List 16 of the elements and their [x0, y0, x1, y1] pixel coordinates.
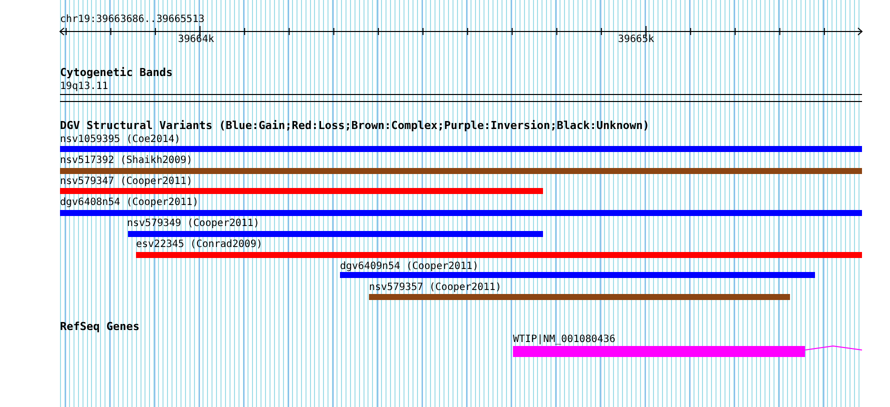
variant-label: nsv517392 (Shaikh2009) [60, 155, 192, 167]
gene-label: WTIP|NM_001080436 [513, 334, 616, 346]
variant-label: nsv1059395 (Coe2014) [60, 134, 180, 146]
variant-label: dgv6408n54 (Cooper2011) [60, 197, 198, 209]
variant-label: nsv579347 (Cooper2011) [60, 176, 192, 188]
variant-label: nsv579349 (Cooper2011) [127, 218, 260, 230]
band-label: 19q13.11 [60, 81, 108, 93]
variant-label: dgv6409n54 (Cooper2011) [340, 261, 478, 273]
track-title: DGV Structural Variants (Blue:Gain;Red:Loss;Brown:Complex;Purple:Inversion;Black:Unknown) [60, 120, 650, 132]
track-title: RefSeq Genes [60, 321, 140, 333]
variant-label: nsv579357 (Cooper2011) [369, 282, 502, 294]
track-title: Cytogenetic Bands [60, 67, 173, 79]
tick-label: 39665k [618, 34, 654, 46]
variant-label: esv22345 (Conrad2009) [136, 239, 262, 251]
locus-label: chr19:39663686..39665513 [60, 14, 204, 26]
tick-label: 39664k [178, 34, 214, 46]
